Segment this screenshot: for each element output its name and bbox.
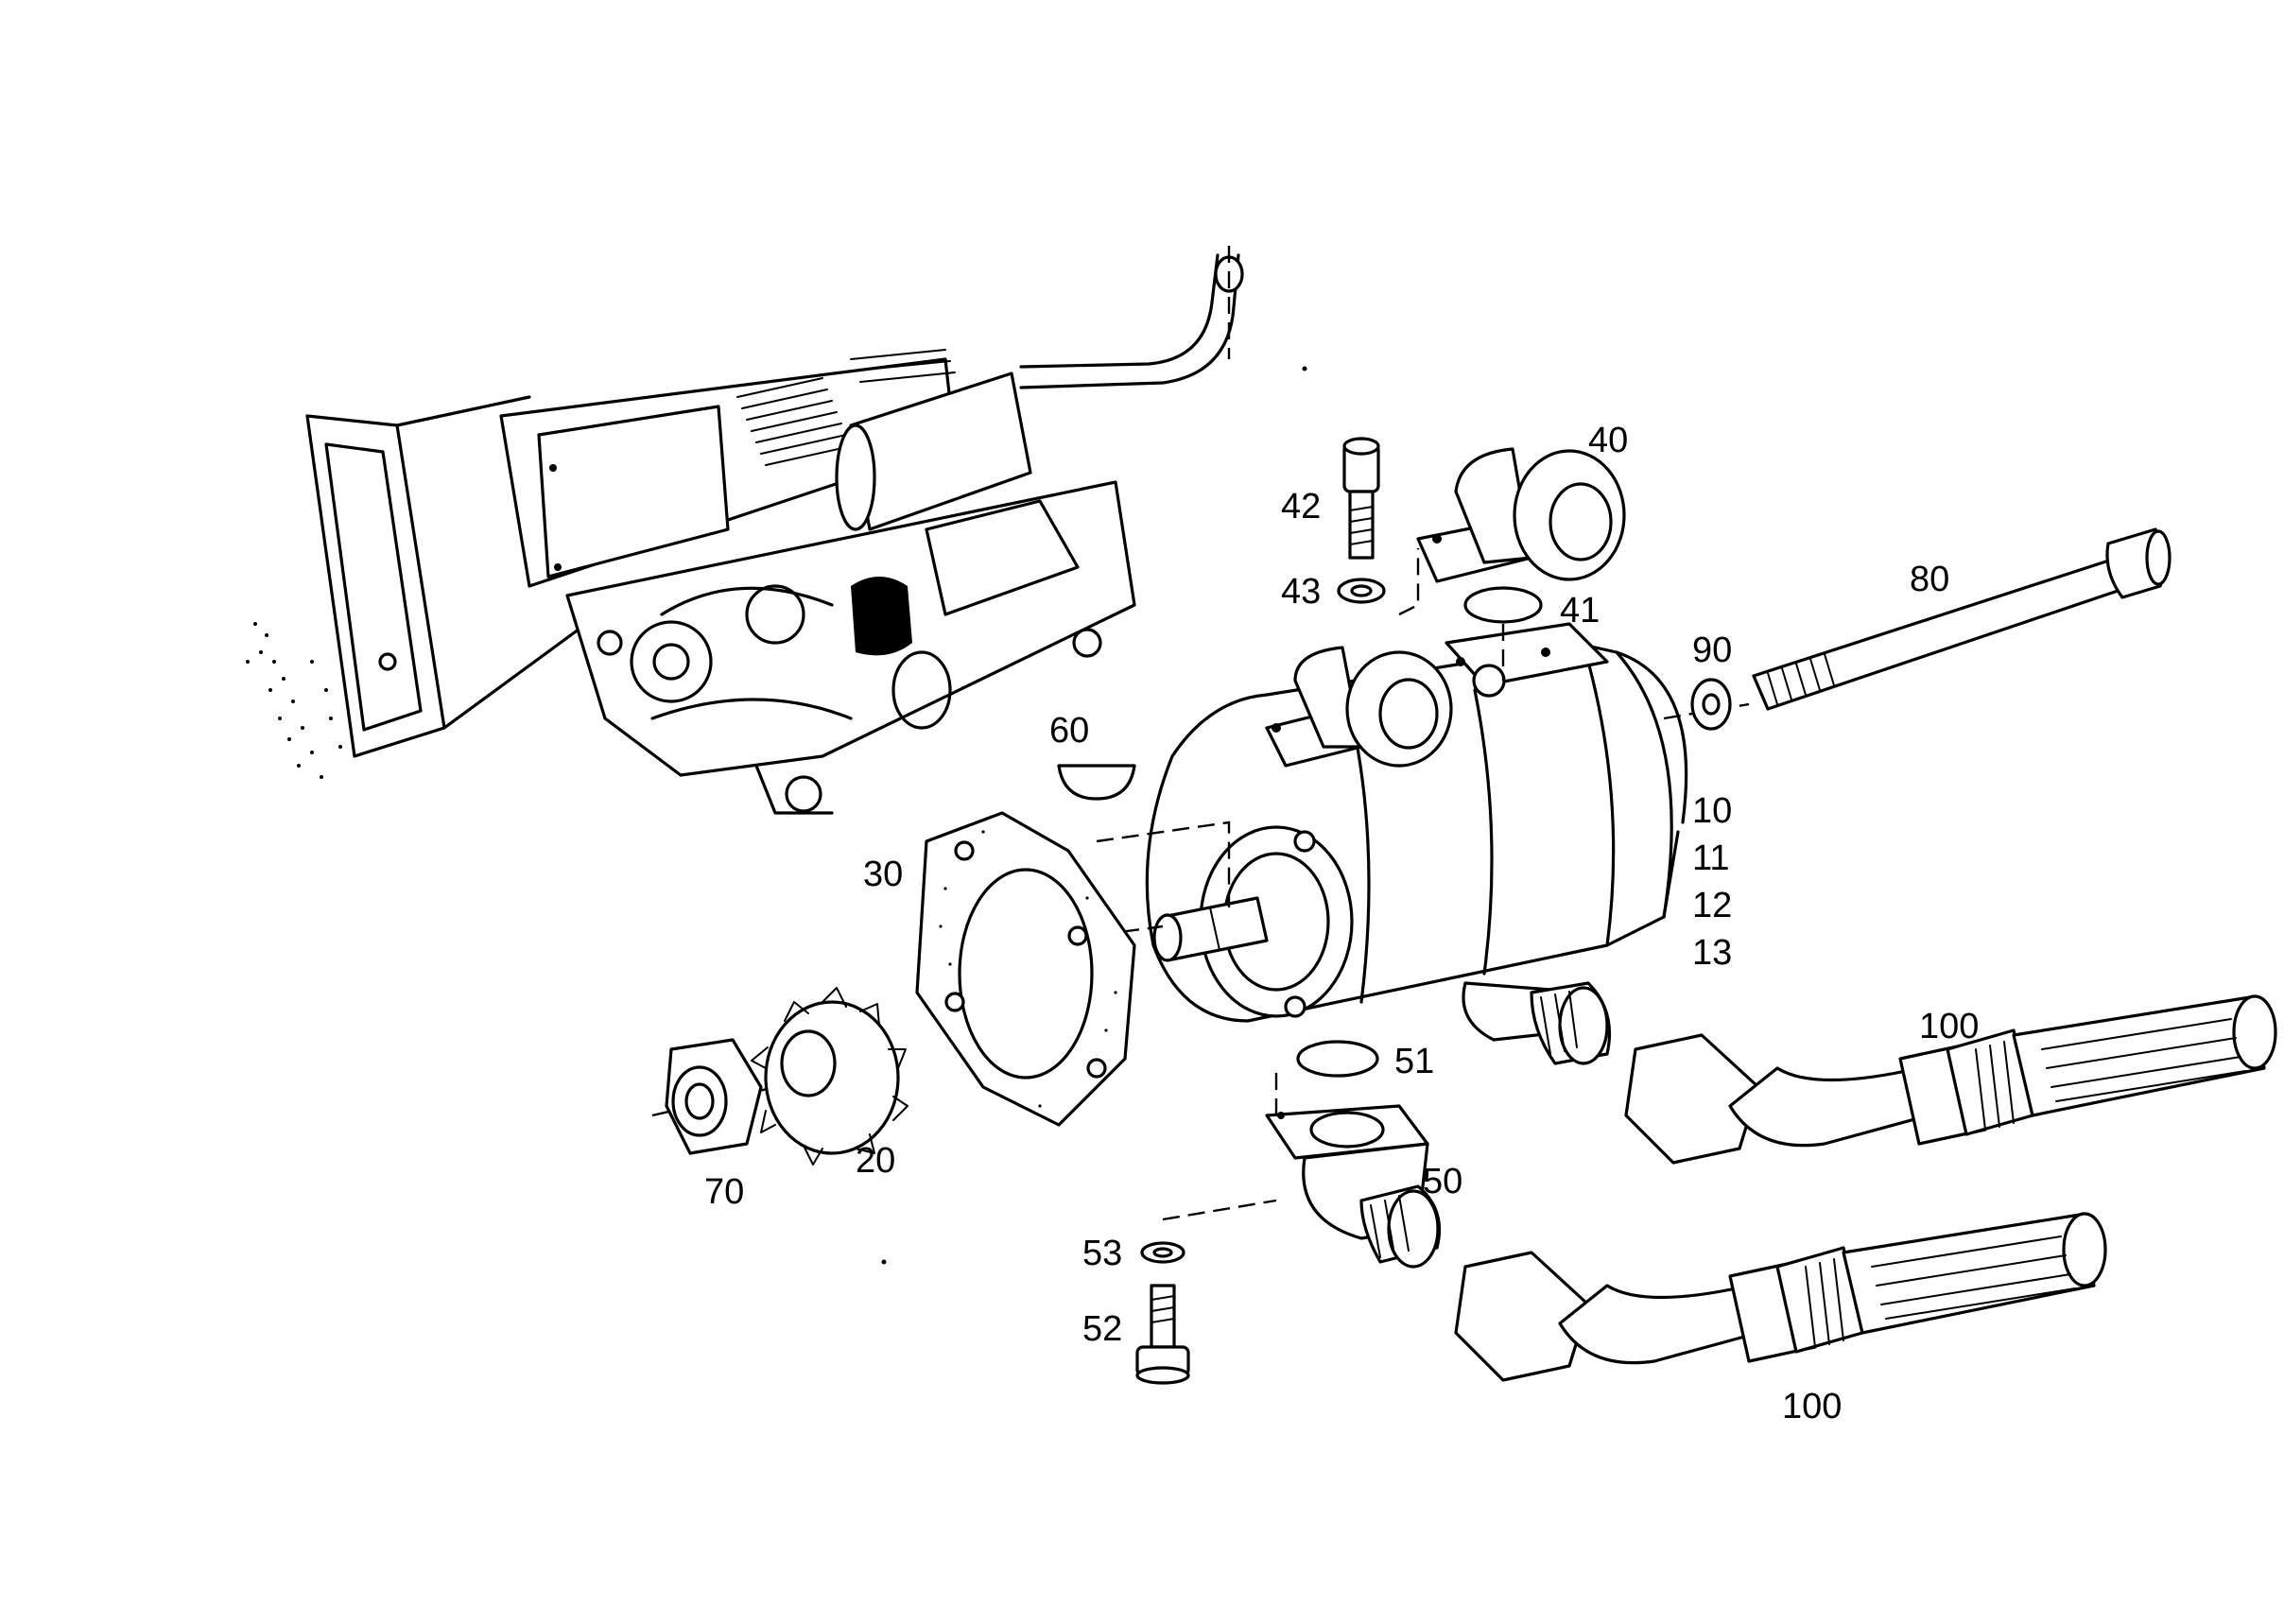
pump-bottom-outlet <box>1462 981 1611 1065</box>
label-part-51: 51 <box>1394 1042 1434 1081</box>
label-part-12: 12 <box>1692 886 1732 925</box>
label-part-11: 11 <box>1692 838 1729 878</box>
label-part-30: 30 <box>863 855 903 894</box>
label-part-50: 50 <box>1423 1162 1462 1201</box>
label-part-13: 13 <box>1692 933 1732 973</box>
part-42-bolt <box>1342 437 1380 560</box>
part-100-hose-upper <box>1624 994 2277 1165</box>
part-70-hex-nut <box>665 1038 763 1155</box>
label-part-10: 10 <box>1692 791 1732 831</box>
label-part-20: 20 <box>856 1141 895 1181</box>
label-part-70: 70 <box>704 1172 744 1212</box>
part-50-elbow-fitting <box>1265 1104 1442 1269</box>
label-part-41: 41 <box>1560 591 1600 631</box>
pump-top-elbow <box>1265 646 1453 768</box>
label-part-40: 40 <box>1588 421 1628 460</box>
label-part-80: 80 <box>1910 560 1949 599</box>
stipple-texture <box>246 622 342 779</box>
part-90-washer <box>1690 678 1732 731</box>
label-part-60: 60 <box>1049 711 1089 751</box>
part-100-hose-lower <box>1454 1212 2107 1382</box>
part-41-o-ring <box>1463 586 1543 624</box>
part-51-o-ring <box>1296 1040 1379 1078</box>
label-part-42: 42 <box>1281 487 1321 527</box>
pump-body <box>1145 622 1688 1023</box>
part-53-washer <box>1140 1241 1185 1264</box>
cylinder-fins <box>736 349 956 466</box>
part-52-bolt <box>1135 1284 1190 1385</box>
part-43-washer <box>1337 578 1386 604</box>
part-40-elbow-fitting <box>1416 447 1626 583</box>
label-part-100-lower: 100 <box>1782 1387 1842 1426</box>
engine-overview <box>246 246 1244 815</box>
label-part-43: 43 <box>1281 572 1321 612</box>
part-30-gasket <box>915 811 1136 1127</box>
part-60-woodruff-key <box>1057 764 1136 801</box>
label-part-100-upper: 100 <box>1919 1007 1979 1046</box>
part-20-gear <box>751 987 908 1166</box>
label-part-53: 53 <box>1082 1234 1122 1273</box>
label-part-90: 90 <box>1692 631 1732 670</box>
part-80-long-bolt <box>1752 527 2172 711</box>
label-part-52: 52 <box>1082 1309 1122 1349</box>
